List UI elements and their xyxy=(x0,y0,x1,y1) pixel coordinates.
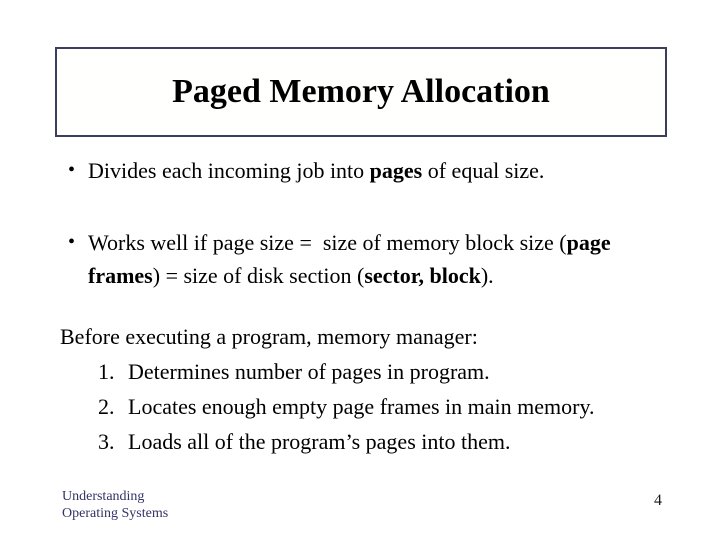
bullet-item-2: • Works well if page size = size of memo… xyxy=(68,226,668,292)
bullet2-bold-segment: sector, block xyxy=(364,263,481,288)
list-item-text: Locates enough empty page frames in main… xyxy=(128,394,595,419)
list-item-number: 3. xyxy=(98,429,115,454)
list-item: 1. Determines number of pages in program… xyxy=(98,354,678,389)
bullet2-bold-segment: page frames xyxy=(88,230,617,288)
bullet2-segment: ). xyxy=(480,263,494,288)
footer-line-1: Understanding xyxy=(62,489,145,504)
list-item-number: 1. xyxy=(98,359,115,384)
numbered-list: 1. Determines number of pages in program… xyxy=(98,354,678,459)
bullet-dot-icon: • xyxy=(68,231,76,253)
bullet1-segment: Divides each incoming job into xyxy=(88,158,370,183)
footer-text: Understanding Operating Systems xyxy=(62,488,168,522)
slide-title: Paged Memory Allocation xyxy=(172,73,550,110)
page-number: 4 xyxy=(654,492,662,509)
list-item-text: Determines number of pages in program. xyxy=(128,359,490,384)
list-item: 3. Loads all of the program’s pages into… xyxy=(98,424,678,459)
list-item: 2. Locates enough empty page frames in m… xyxy=(98,389,678,424)
bullet-text-1: Divides each incoming job into pages of … xyxy=(88,154,668,187)
bullet1-bold-segment: pages xyxy=(369,158,423,183)
list-item-text: Loads all of the program’s pages into th… xyxy=(128,429,511,454)
intro-paragraph: Before executing a program, memory manag… xyxy=(60,324,478,349)
bullet2-segment: Works well if page size = size of memory… xyxy=(88,230,567,255)
bullet-text-2: Works well if page size = size of memory… xyxy=(88,226,668,292)
bullet1-segment: of equal size. xyxy=(422,158,545,183)
title-box: Paged Memory Allocation xyxy=(55,47,667,137)
list-item-number: 2. xyxy=(98,394,115,419)
footer-line-2: Operating Systems xyxy=(62,506,169,521)
bullet-dot-icon: • xyxy=(68,159,76,181)
bullet2-segment: ) = size of disk section ( xyxy=(152,263,365,288)
bullet-item-1: • Divides each incoming job into pages o… xyxy=(68,154,668,187)
